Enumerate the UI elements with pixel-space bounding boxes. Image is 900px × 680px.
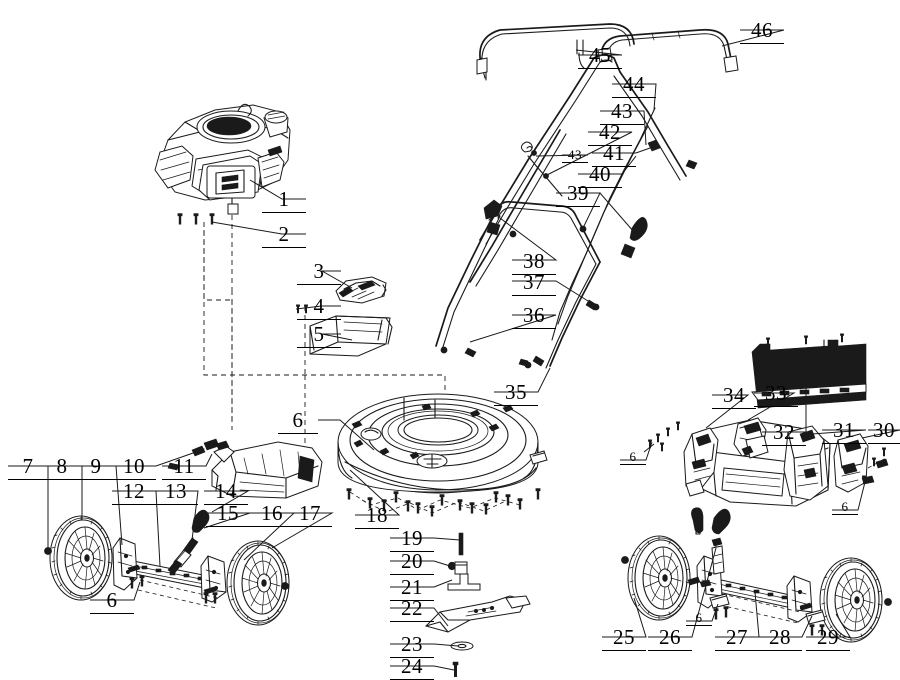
- callout-label-13: 13: [154, 481, 198, 505]
- callout-label-43-small: 43: [562, 148, 588, 163]
- callout-label-16: 16: [250, 503, 294, 527]
- callout-label-23: 23: [390, 634, 434, 658]
- callout-label-43: 43: [600, 101, 644, 125]
- callout-label-10: 10: [112, 456, 156, 480]
- callout-label-12: 12: [112, 481, 156, 505]
- engine-assembly-art: [154, 103, 291, 225]
- callout-label-4: 4: [297, 296, 341, 320]
- callout-label-7: 7: [8, 456, 48, 480]
- callout-label-34: 34: [712, 385, 756, 409]
- callout-label-36: 36: [512, 305, 556, 329]
- callout-label-17: 17: [288, 503, 332, 527]
- callout-label-9: 9: [76, 456, 116, 480]
- callout-label-28: 28: [758, 627, 802, 651]
- callout-label-18: 18: [355, 505, 399, 529]
- callout-label-19: 19: [390, 528, 434, 552]
- callout-label-6-rear-axle: 6: [686, 611, 712, 626]
- callout-label-46: 46: [740, 20, 784, 44]
- callout-label-6-deck: 6: [278, 410, 318, 434]
- callout-label-3: 3: [297, 261, 341, 285]
- callout-label-5: 5: [297, 324, 341, 348]
- callout-label-41: 41: [592, 143, 636, 167]
- callout-label-35: 35: [494, 382, 538, 406]
- callout-label-42: 42: [588, 122, 632, 146]
- callout-label-38: 38: [512, 251, 556, 275]
- blade-assembly-art: [425, 532, 531, 677]
- callout-leader-lines: [8, 29, 900, 671]
- callout-label-21: 21: [390, 577, 434, 601]
- callout-label-32: 32: [762, 422, 806, 446]
- left-wheel-assembly-art: [44, 438, 323, 626]
- callout-label-8: 8: [42, 456, 82, 480]
- callout-label-33: 33: [754, 383, 798, 407]
- callout-label-29: 29: [806, 627, 850, 651]
- callout-label-26: 26: [648, 627, 692, 651]
- handle-assembly-art: [435, 23, 739, 369]
- callout-label-45: 45: [578, 45, 622, 69]
- callout-label-11: 11: [162, 456, 206, 480]
- callout-label-2: 2: [262, 224, 306, 248]
- callout-label-6-frame-left: 6: [620, 450, 646, 465]
- callout-label-40: 40: [578, 164, 622, 188]
- mower-deck-art: [337, 393, 548, 517]
- callout-label-44: 44: [612, 74, 656, 98]
- callout-label-22: 22: [390, 598, 434, 622]
- callout-label-15: 15: [206, 503, 250, 527]
- engine-mount-dashed-lines: [203, 215, 446, 450]
- callout-label-20: 20: [390, 551, 434, 575]
- callout-label-27: 27: [715, 627, 759, 651]
- callout-label-6-front-axle: 6: [90, 590, 134, 614]
- callout-label-31: 31: [822, 420, 866, 444]
- callout-label-25: 25: [602, 627, 646, 651]
- discharge-cover-art: [296, 276, 393, 357]
- callout-label-30: 30: [868, 420, 900, 444]
- callout-label-37: 37: [512, 272, 556, 296]
- callout-label-6-frame-right: 6: [832, 500, 858, 515]
- callout-label-14: 14: [204, 481, 248, 505]
- callout-label-24: 24: [390, 656, 434, 680]
- callout-label-1: 1: [262, 189, 306, 213]
- rear-frame-assembly-art: [621, 333, 892, 643]
